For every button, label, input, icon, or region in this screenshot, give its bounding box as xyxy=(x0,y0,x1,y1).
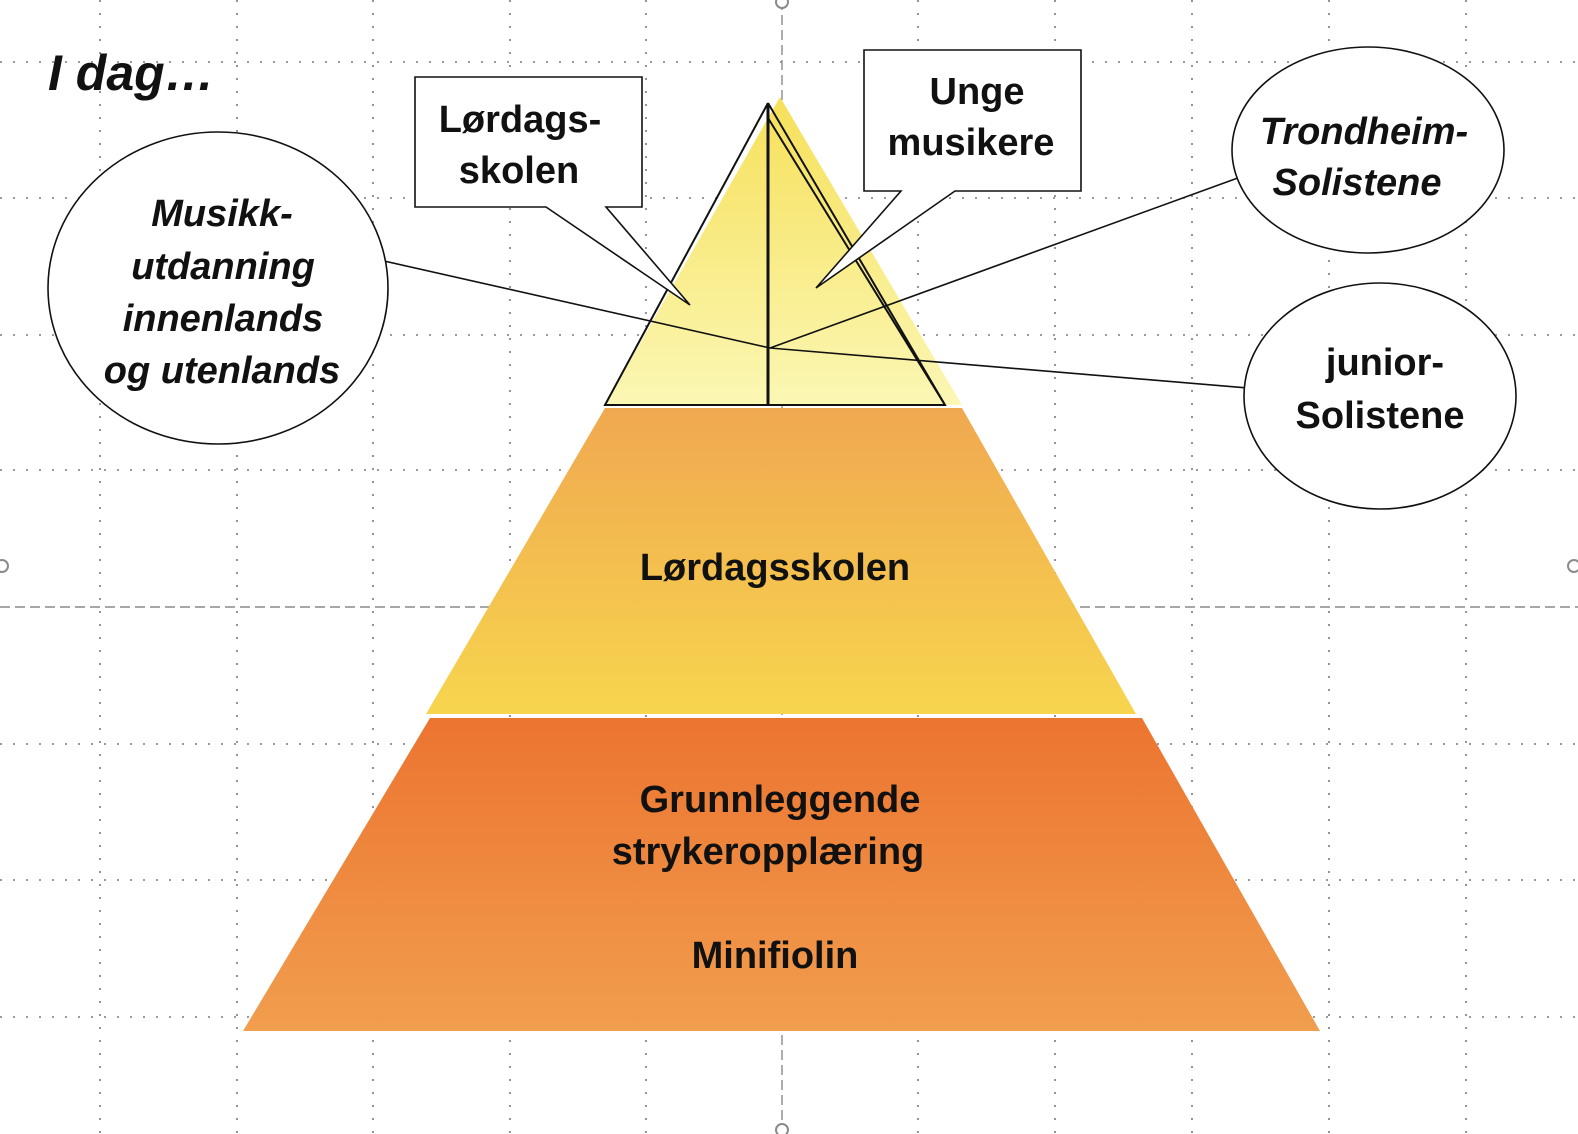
arrow-to-musikkutdanning xyxy=(360,251,771,349)
musikkutdanning-line-3: innenlands xyxy=(123,298,324,340)
trondheim-line-1: Trondheim- xyxy=(1260,111,1468,153)
junior-line-2: Solistene xyxy=(1296,395,1465,437)
callout-unge-musikere[interactable] xyxy=(815,49,1082,289)
pyramid-bottom-tier[interactable] xyxy=(243,718,1320,1031)
callout-unge-text: Unge musikere xyxy=(888,71,1055,164)
callout-lordags-skolen[interactable] xyxy=(414,76,691,306)
trondheim-line-2: Solistene xyxy=(1273,162,1442,204)
arrow-to-trondheim-solistene xyxy=(769,168,1259,349)
bottom-tier-line-1: Grunnleggende xyxy=(640,779,921,821)
pyramid-top-tier[interactable] xyxy=(605,97,962,405)
ellipse-junior-solistene[interactable] xyxy=(1243,282,1517,510)
slide-title: I dag… xyxy=(48,45,215,101)
ellipse-musikkutdanning[interactable] xyxy=(47,131,389,445)
arrow-to-junior-solistene xyxy=(769,347,1274,397)
pyramid-bottom-labels: Grunnleggende strykeropplæring Minifioli… xyxy=(612,779,925,977)
musikkutdanning-line-1: Musikk- xyxy=(151,193,292,235)
musikkutdanning-line-2: utdanning xyxy=(131,246,315,288)
callout-unge-line-2: musikere xyxy=(888,122,1055,164)
callout-lordags-line-2: skolen xyxy=(459,150,579,192)
bottom-tier-line-2: strykeropplæring xyxy=(612,831,925,873)
musikkutdanning-text: Musikk- utdanning innenlands og utenland… xyxy=(104,193,340,392)
ellipse-trondheim-solistene[interactable] xyxy=(1231,46,1505,254)
trondheim-solistene-text: Trondheim- Solistene xyxy=(1260,111,1468,204)
bottom-tier-sublabel: Minifiolin xyxy=(692,935,859,977)
callout-unge-line-1: Unge xyxy=(930,71,1025,113)
junior-solistene-text: junior- Solistene xyxy=(1296,342,1465,437)
arrows xyxy=(360,168,1274,397)
pyramid-middle-label: Lørdagsskolen xyxy=(640,547,910,589)
callout-lordags-line-1: Lørdags- xyxy=(439,99,602,141)
musikkutdanning-line-4: og utenlands xyxy=(104,350,340,392)
callout-lordags-text: Lørdags- skolen xyxy=(439,99,602,192)
junior-line-1: junior- xyxy=(1325,342,1444,384)
pyramid-middle-tier[interactable] xyxy=(426,408,1136,714)
